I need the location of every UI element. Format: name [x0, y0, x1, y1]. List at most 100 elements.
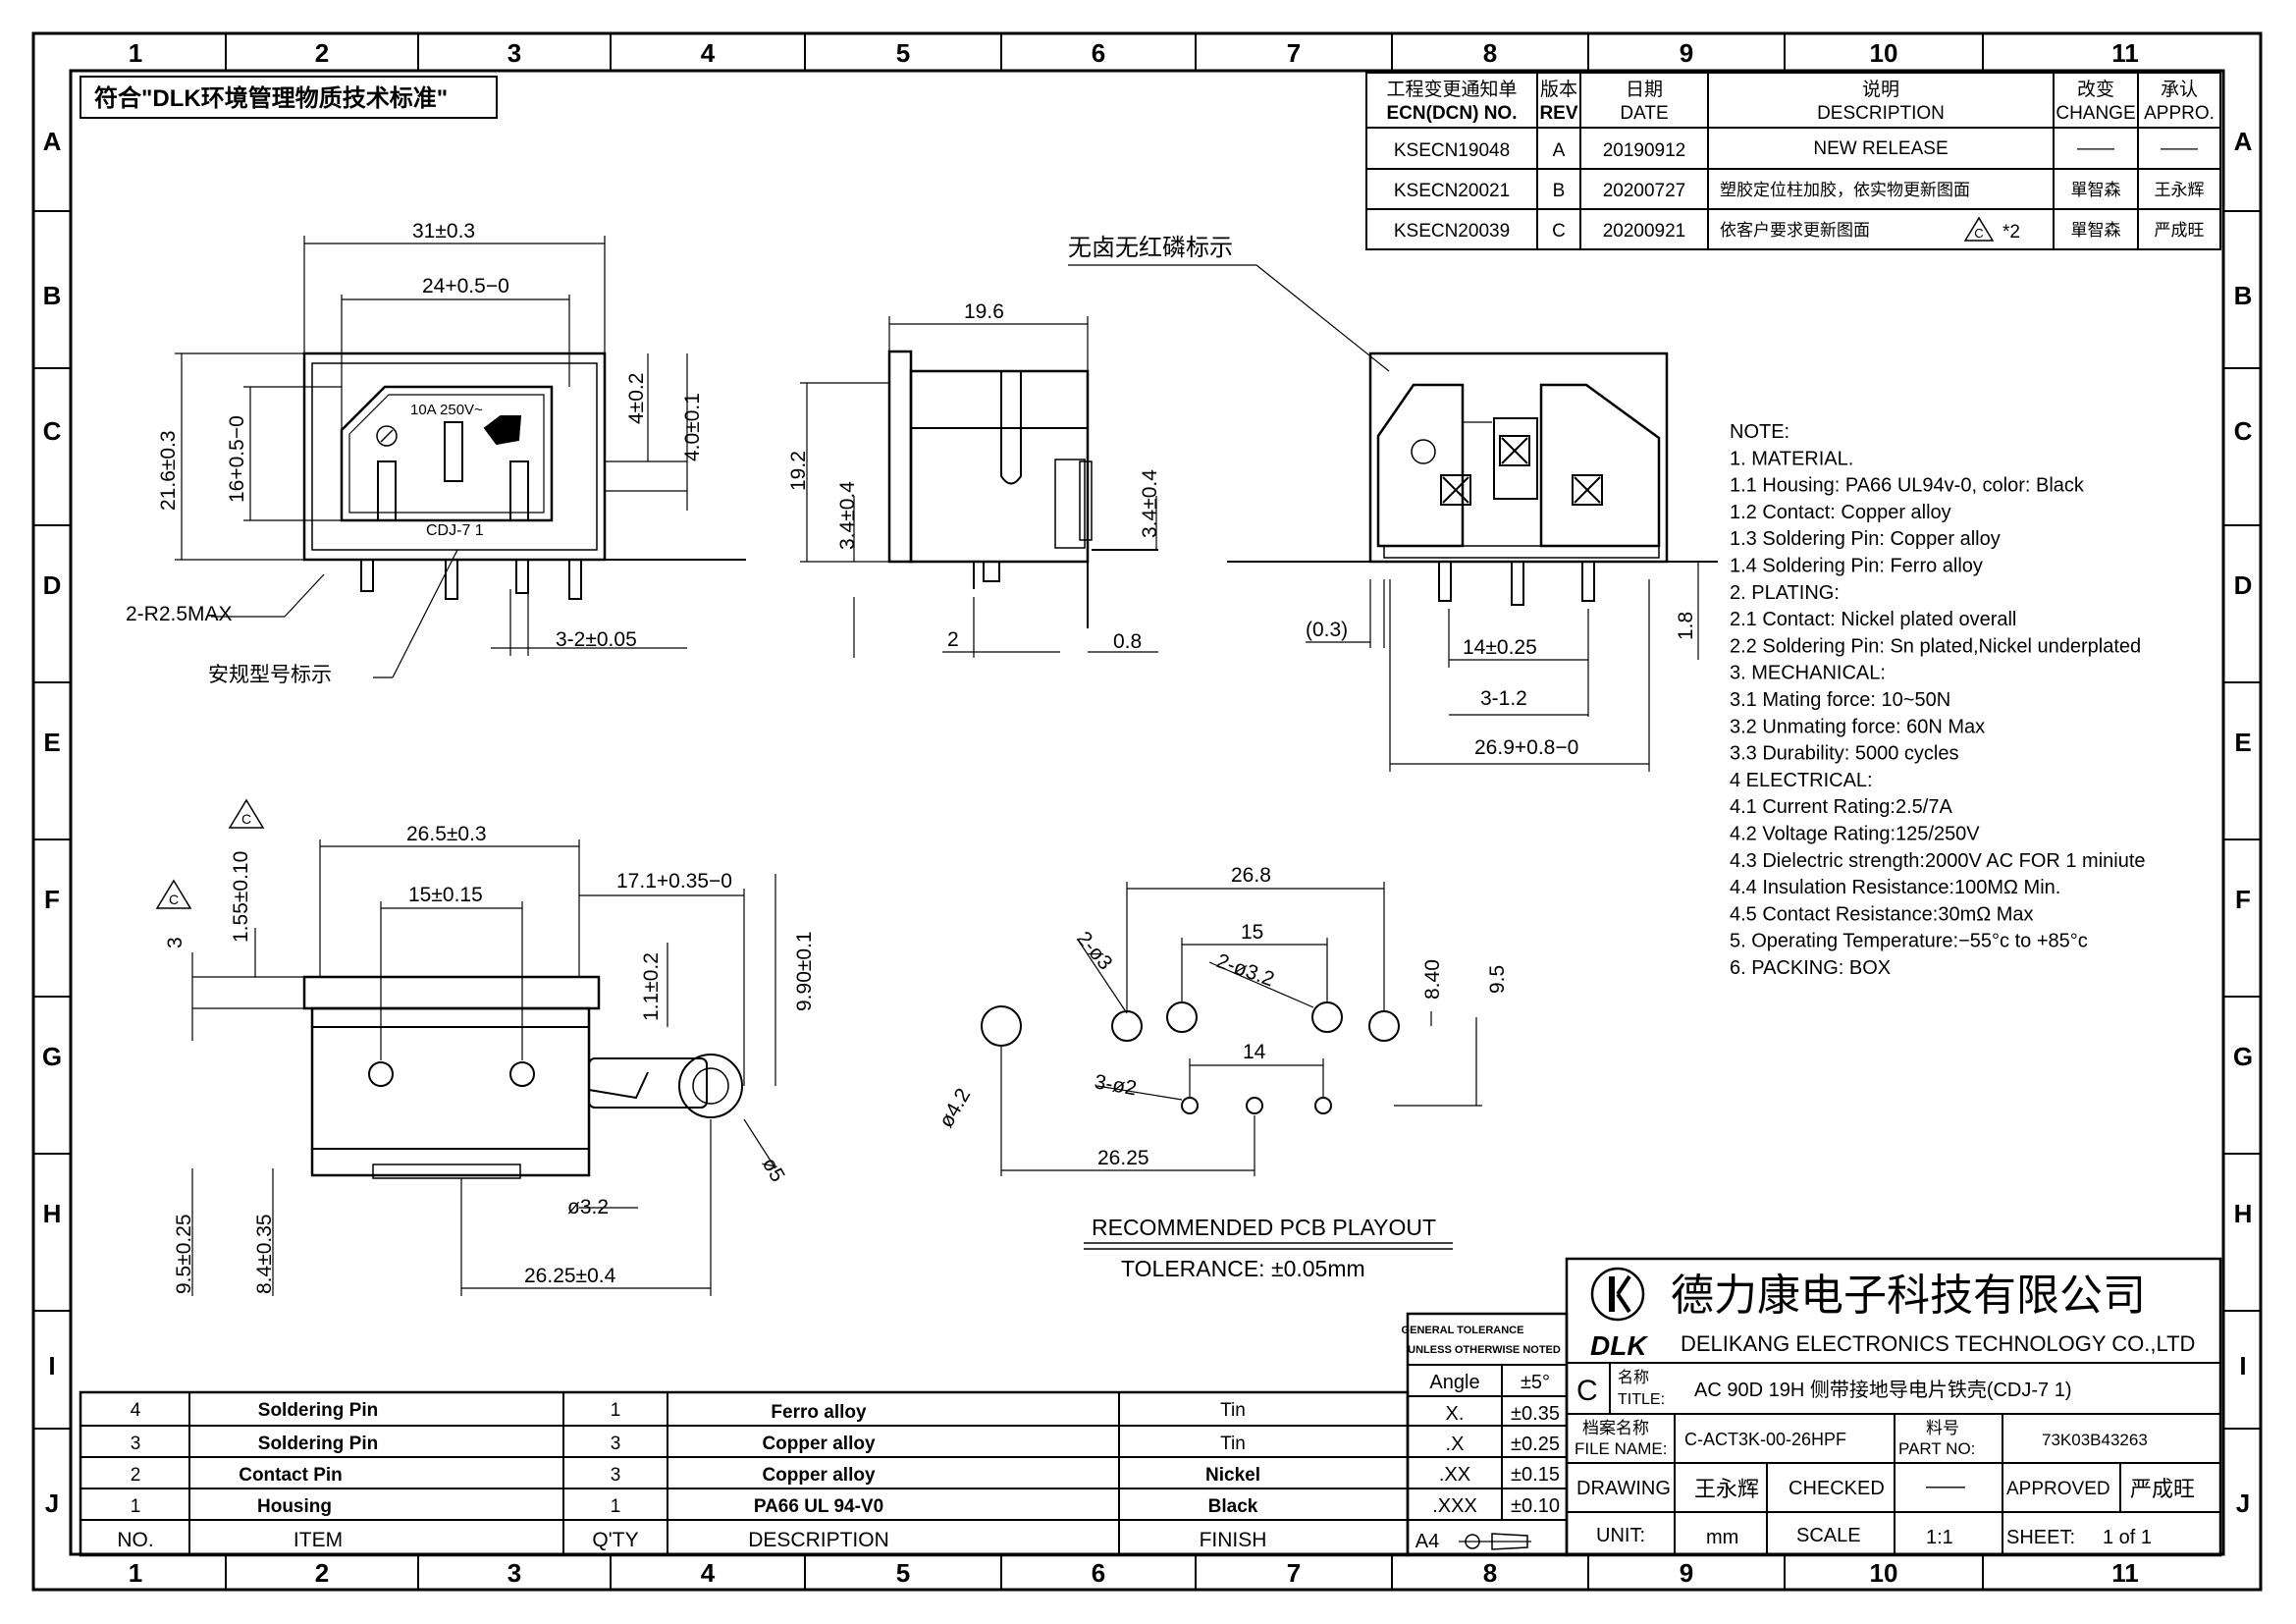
zone-row-C-right: C — [2234, 416, 2253, 446]
zone-row-I: I — [48, 1351, 55, 1380]
rev-row-appro: 王永辉 — [2155, 181, 2205, 199]
zone-row-H: H — [43, 1199, 62, 1228]
zone-row-E-right: E — [2234, 728, 2251, 757]
note-line: 6. PACKING: BOX — [1730, 957, 1891, 979]
note-line: 4.5 Contact Resistance:30mΩ Max — [1730, 903, 2034, 925]
dim-26-25-pcb: 26.25 — [1097, 1147, 1149, 1169]
front-view: 10A 250V~ CDJ-7 1 — [302, 352, 746, 600]
zone-col-8-bottom: 8 — [1483, 1558, 1497, 1588]
dim-o4-2: ø4.2 — [934, 1085, 975, 1132]
zone-col-3-bottom: 3 — [507, 1558, 521, 1588]
bom-qty: 1 — [611, 1496, 621, 1517]
bom-desc: PA66 UL 94-V0 — [754, 1496, 883, 1517]
front-dimensions — [175, 236, 688, 678]
pcb-dimensions — [1000, 882, 1482, 1176]
sheet-value: 1 of 1 — [2103, 1527, 2152, 1548]
unit-label: UNIT: — [1596, 1525, 1645, 1546]
zone-col-7-bottom: 7 — [1287, 1558, 1301, 1588]
dim-0-8: 0.8 — [1113, 630, 1142, 653]
note-line: 2.1 Contact: Nickel plated overall — [1730, 609, 2016, 630]
tol-val: ±0.35 — [1511, 1403, 1560, 1425]
dim-21-6: 21.6±0.3 — [157, 430, 180, 511]
dim-31: 31±0.3 — [412, 220, 475, 243]
rev-row-desc: NEW RELEASE — [1813, 138, 1948, 159]
bom-no: 3 — [131, 1434, 141, 1454]
note-line: 4.3 Dielectric strength:2000V AC FOR 1 m… — [1730, 850, 2146, 872]
bom-finish: Tin — [1220, 1400, 1246, 1421]
dim-2-o3: 2-ø3 — [1072, 927, 1116, 974]
rev-row-rev: B — [1553, 181, 1566, 201]
tol-key: .XXX — [1432, 1495, 1477, 1517]
logo-text: DLK — [1590, 1330, 1648, 1361]
rev-triangle-icon-2 — [155, 879, 192, 909]
dim-3: 3 — [164, 937, 187, 948]
front-rating-label: 10A 250V~ — [410, 402, 483, 418]
part-value: 73K03B43263 — [2042, 1431, 2148, 1449]
tol-key: .X — [1446, 1434, 1465, 1455]
side-dim-labels: 19.6 19.2 3.4±0.4 3.4±0.4 2 0.8 — [787, 300, 1161, 653]
revision-triangle-letter: C — [1974, 226, 1983, 241]
note-line: NOTE: — [1730, 421, 1789, 443]
rev-header-ecn-cn: 工程变更通知单 — [1386, 79, 1517, 100]
bom-no: 2 — [131, 1465, 141, 1486]
rev-header-rev-cn: 版本 — [1540, 79, 1577, 100]
zone-row-B: B — [43, 281, 62, 310]
part-label-cn: 料号 — [1926, 1419, 1959, 1437]
tol-val: ±0.25 — [1511, 1434, 1560, 1455]
note-line: 3.3 Durability: 5000 cycles — [1730, 743, 1958, 765]
note-line: 3. MECHANICAL: — [1730, 663, 1886, 684]
bom-item: Soldering Pin — [258, 1400, 378, 1421]
standard-box-text: 符合"DLK环境管理物质技术标准" — [94, 84, 448, 112]
note-line: 3.2 Unmating force: 60N Max — [1730, 716, 1985, 737]
pcb-tolerance: TOLERANCE: ±0.05mm — [1121, 1256, 1365, 1281]
zone-row-F-right: F — [2235, 885, 2251, 914]
dim-14-pcb: 14 — [1243, 1041, 1266, 1063]
tol-val: ±5° — [1521, 1372, 1550, 1393]
dim-2: 2 — [947, 628, 959, 651]
zone-col-5-bottom: 5 — [896, 1558, 910, 1588]
dim-17-1: 17.1+0.35−0 — [616, 870, 732, 893]
bom-header-qty: Q'TY — [592, 1529, 638, 1551]
file-value: C-ACT3K-00-26HPF — [1684, 1430, 1846, 1449]
rev-header-change-en: CHANGE — [2056, 103, 2135, 124]
dim-4: 4±0.2 — [625, 373, 648, 424]
standard-box — [80, 76, 498, 119]
drawing-value: 王永辉 — [1694, 1477, 1759, 1501]
zone-row-A: A — [43, 127, 62, 156]
dim-26-25-bottom: 26.25±0.4 — [524, 1265, 616, 1287]
zone-col-6-bottom: 6 — [1092, 1558, 1105, 1588]
zone-row-E: E — [43, 728, 60, 757]
zone-row-A-right: A — [2234, 127, 2253, 156]
bom-desc: Copper alloy — [762, 1465, 876, 1486]
title-rev-letter: C — [1576, 1375, 1598, 1407]
zone-grid — [33, 33, 2261, 1590]
note-line: 2. PLATING: — [1730, 582, 1840, 604]
bom-no: 1 — [131, 1496, 141, 1517]
tolerance-block: GENERAL TOLERANCE UNLESS OTHERWISE NOTED… — [1402, 1312, 1569, 1557]
dim-0-3: (0.3) — [1306, 619, 1348, 641]
rev-row-change: 單智森 — [2071, 221, 2121, 240]
zone-col-4-bottom: 4 — [701, 1558, 716, 1588]
rev-row-change: —— — [2077, 138, 2114, 159]
zone-row-I-right: I — [2239, 1351, 2246, 1380]
front-model-label: CDJ-7 1 — [426, 522, 484, 539]
rev-header-date-en: DATE — [1620, 103, 1668, 124]
zone-col-7: 7 — [1287, 38, 1301, 68]
dim-8-40: 8.40 — [1421, 959, 1444, 1000]
bom-header-item: ITEM — [294, 1529, 343, 1551]
zone-row-C: C — [43, 416, 62, 446]
side-dimensions — [800, 316, 1158, 658]
note-line: 1.1 Housing: PA66 UL94v-0, color: Black — [1730, 475, 2085, 497]
zone-row-G: G — [42, 1042, 62, 1071]
rev-row-appro: 严成旺 — [2155, 221, 2205, 240]
dim-1-55: 1.55±0.10 — [230, 851, 252, 943]
bottom-dimensions — [191, 839, 776, 1296]
approved-value: 严成旺 — [2130, 1477, 2195, 1501]
radius-label: 2-R2.5MAX — [126, 603, 233, 625]
paper-size: A4 — [1415, 1531, 1439, 1552]
tol-title-1: GENERAL TOLERANCE — [1402, 1325, 1524, 1336]
rev-header-desc-en: DESCRIPTION — [1817, 103, 1945, 124]
unit-value: mm — [1706, 1527, 1738, 1548]
note-line: 3.1 Mating force: 10~50N — [1730, 689, 1950, 711]
pcb-layout-title: RECOMMENDED PCB PLAYOUT — [1092, 1215, 1436, 1240]
